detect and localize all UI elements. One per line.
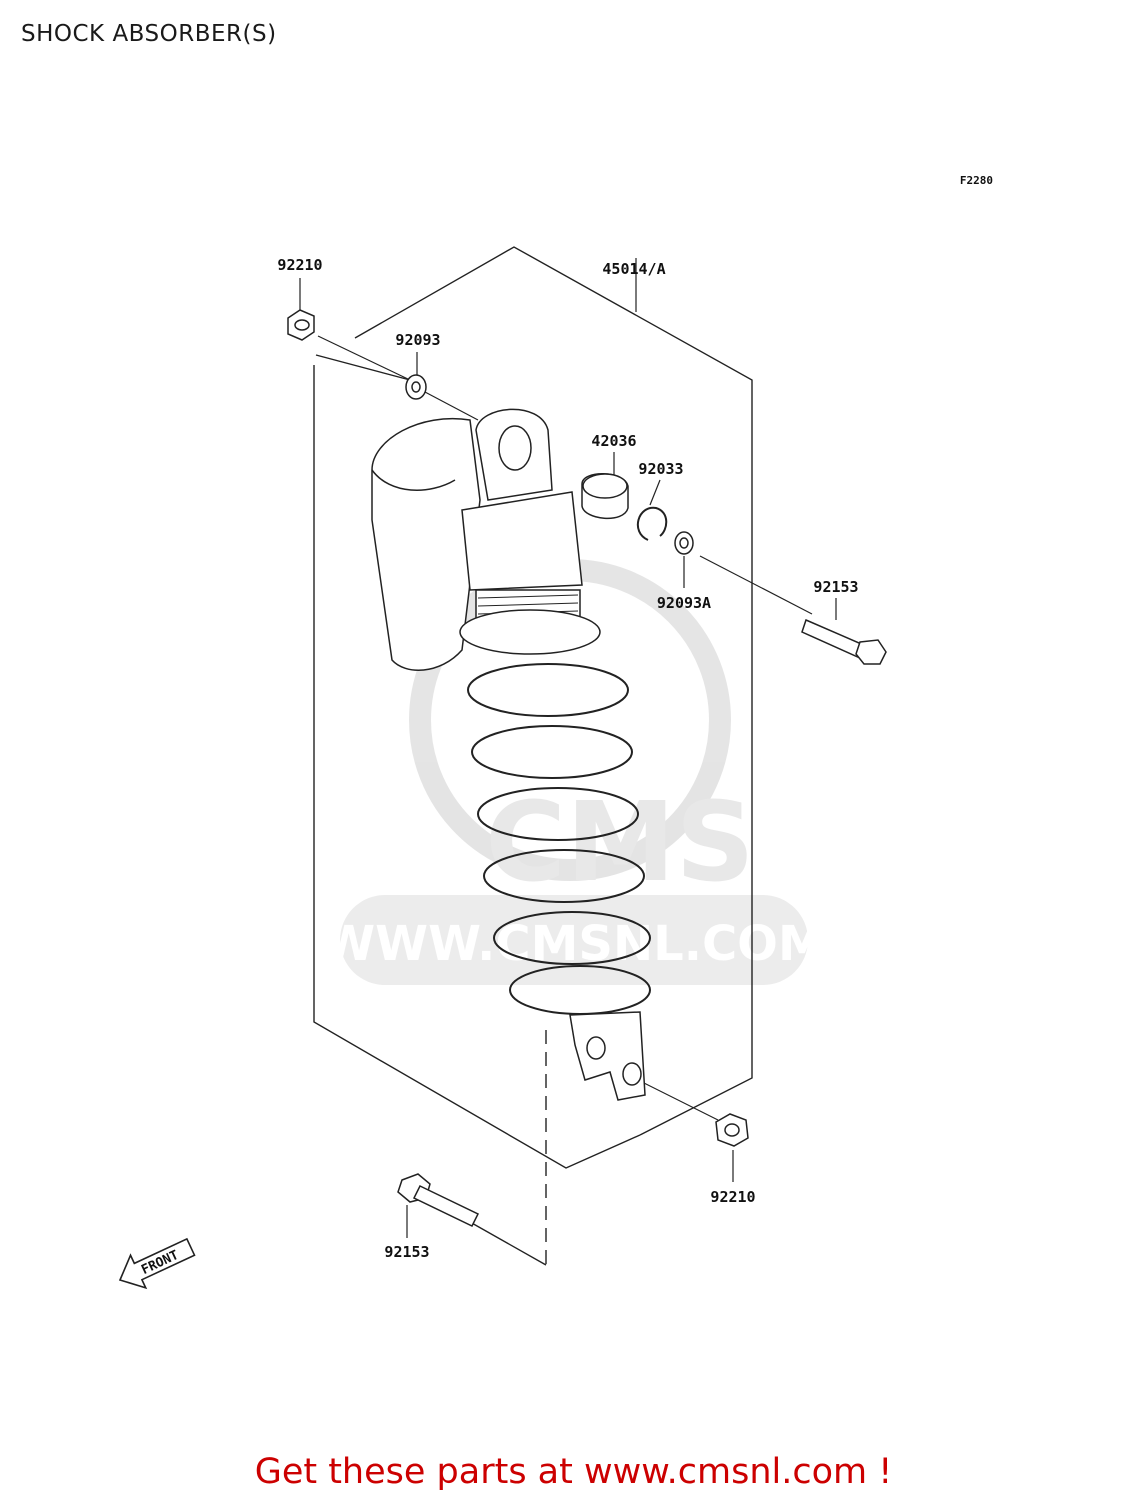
watermark: WWW.CMSNL.COM CMS bbox=[322, 559, 826, 985]
lower-clevis-hole-b bbox=[622, 1062, 642, 1086]
figure-code: F2280 bbox=[960, 174, 993, 187]
page-title: SHOCK ABSORBER(S) bbox=[21, 21, 277, 47]
label-bushing: 42036 bbox=[591, 432, 636, 450]
front-arrow: FRONT bbox=[118, 1237, 196, 1290]
upper-body bbox=[461, 491, 583, 591]
cta-link[interactable]: Get these parts at www.cmsnl.com ! bbox=[254, 1452, 893, 1492]
label-top-washer: 92093 bbox=[395, 331, 440, 349]
top-nut-hole bbox=[294, 319, 310, 331]
label-shock-assembly: 45014/A bbox=[602, 260, 665, 278]
cta-banner[interactable]: Get these parts at www.cmsnl.com ! bbox=[0, 1452, 1147, 1492]
spring-collar bbox=[459, 609, 601, 655]
bushing-face bbox=[582, 473, 628, 499]
label-lower-bolt: 92153 bbox=[384, 1243, 429, 1261]
label-upper-bolt: 92153 bbox=[813, 578, 858, 596]
top-eyelet-hole bbox=[498, 425, 532, 471]
circlip-shape bbox=[637, 506, 668, 541]
label-top-nut: 92210 bbox=[277, 256, 322, 274]
parts-diagram: WWW.CMSNL.COM CMS bbox=[118, 174, 993, 1290]
lower-clevis-hole-a bbox=[586, 1036, 606, 1060]
label-washer-a: 92093A bbox=[657, 594, 711, 612]
watermark-brand: CMS bbox=[485, 778, 754, 906]
shock-absorber bbox=[371, 408, 651, 1101]
label-circlip: 92033 bbox=[638, 460, 683, 478]
lower-clevis bbox=[569, 1011, 646, 1101]
hardware bbox=[287, 309, 887, 1227]
upper-bolt-head bbox=[855, 639, 887, 665]
lower-nut-hole bbox=[724, 1123, 740, 1137]
watermark-url: WWW.CMSNL.COM bbox=[322, 916, 826, 972]
washer-a-hole bbox=[679, 537, 689, 549]
reservoir-cap-edge bbox=[371, 469, 456, 491]
label-lower-nut: 92210 bbox=[710, 1188, 755, 1206]
assembly-outline bbox=[313, 246, 753, 1266]
leader-lines bbox=[299, 258, 837, 1238]
top-washer-hole bbox=[411, 381, 421, 393]
watermark-banner bbox=[340, 895, 808, 985]
lower-bolt-shank bbox=[412, 1185, 480, 1227]
